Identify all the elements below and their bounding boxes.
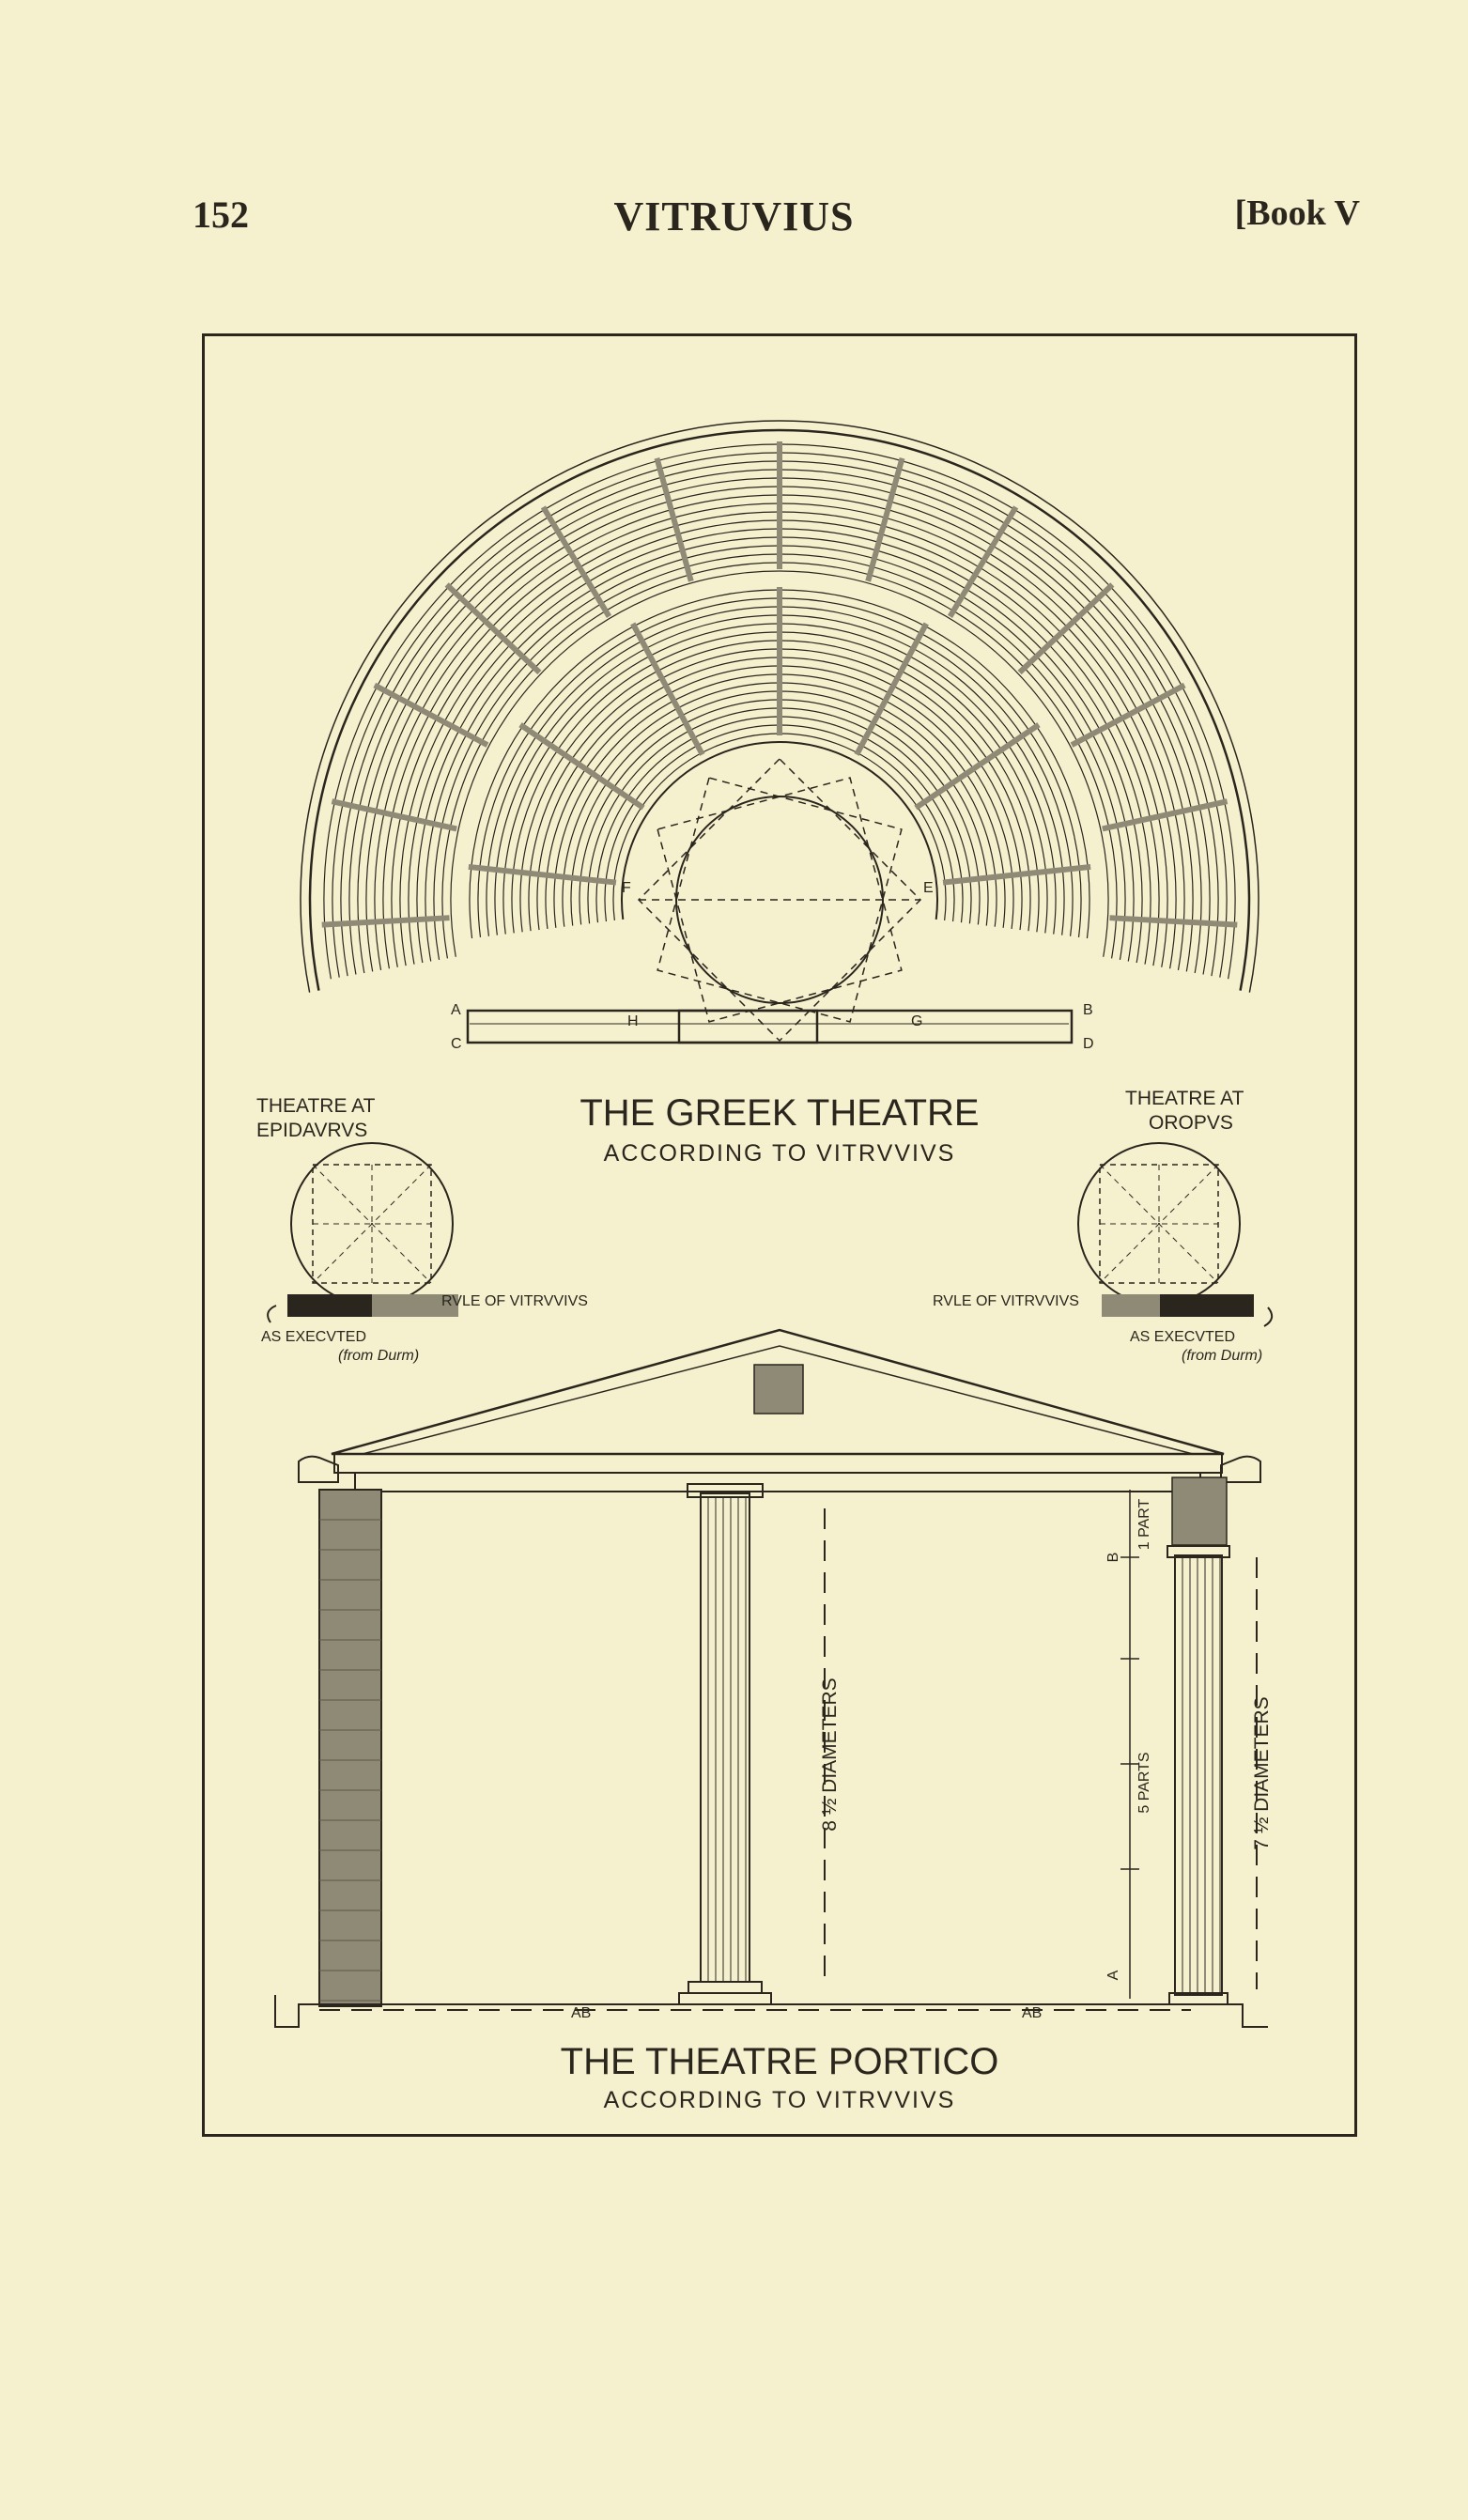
epidaurus-rule: RVLE OF VITRVVIVS <box>441 1293 588 1309</box>
oropus-label-1: THEATRE AT <box>1125 1088 1244 1109</box>
portico-title: THE THEATRE PORTICO <box>561 2041 999 2082</box>
book-label: [Book V <box>1234 193 1360 233</box>
point-c: C <box>451 1036 462 1052</box>
center-capital <box>687 1483 764 1498</box>
epidaurus-label-2: EPIDAVRVS <box>256 1120 367 1141</box>
portico-subtitle: ACCORDING TO VITRVVIVS <box>604 2087 956 2113</box>
point-f: F <box>622 880 631 896</box>
running-title: VITRUVIUS <box>613 193 855 240</box>
greek-theatre-title: THE GREEK THEATRE <box>579 1092 979 1134</box>
right-column <box>1174 1554 1223 1996</box>
point-h: H <box>627 1013 639 1029</box>
epidaurus-source: (from Durm) <box>338 1348 419 1364</box>
greek-theatre-subtitle: ACCORDING TO VITRVVIVS <box>604 1140 956 1167</box>
right-capital-block <box>1171 1476 1228 1546</box>
point-e: E <box>923 880 934 896</box>
center-base <box>688 1981 763 1994</box>
epidaurus-executed: AS EXECVTED <box>261 1329 366 1345</box>
left-cornice-end <box>298 1455 339 1483</box>
portico-elevation <box>274 1328 1268 2028</box>
greek-theatre-plan <box>300 420 1259 1044</box>
tympanum-block <box>753 1364 804 1415</box>
center-dimension-label: 8 ½ DIAMETERS <box>819 1677 841 1831</box>
oropus-label-2: OROPVS <box>1149 1112 1233 1134</box>
point-a: A <box>451 1002 461 1018</box>
epidaurus-diagram <box>267 1142 458 1323</box>
aisle-stairs <box>321 441 1238 928</box>
oropus-executed: AS EXECVTED <box>1130 1329 1235 1345</box>
point-d: D <box>1083 1036 1094 1052</box>
page-header: 152 VITRUVIUS [Book V <box>0 193 1468 258</box>
stage-right-block <box>677 1009 1074 1044</box>
right-dimension-label: 7 ½ DIAMETERS <box>1251 1696 1273 1849</box>
stage-left-block <box>466 1009 819 1044</box>
one-part-label: 1 PART <box>1136 1499 1152 1551</box>
ab-left-label: AB <box>571 2005 591 2021</box>
illustration-plate: A C B D H G F E THE GREEK THEATRE ACCORD… <box>202 333 1357 2137</box>
oropus-source: (from Durm) <box>1182 1348 1262 1364</box>
cornice <box>333 1453 1223 1474</box>
oropus-rule: RVLE OF VITRVVIVS <box>933 1293 1079 1309</box>
center-plinth <box>678 1992 772 2005</box>
five-parts-label: 5 PARTS <box>1136 1752 1152 1813</box>
oropus-diagram <box>1077 1142 1274 1327</box>
portico-point-a: A <box>1105 1970 1121 1980</box>
right-column-flutes <box>1182 1557 1221 1993</box>
floor-line <box>274 1995 1268 2028</box>
left-pier <box>318 1489 382 2007</box>
portico-point-b: B <box>1105 1553 1121 1563</box>
architrave <box>354 1472 1201 1492</box>
center-column-flutes <box>707 1497 747 1982</box>
plate-drawing: A C B D H G F E THE GREEK THEATRE ACCORD… <box>256 420 1274 2113</box>
page-number: 152 <box>193 193 249 236</box>
right-cornice-end <box>1220 1455 1261 1483</box>
ab-right-label: AB <box>1022 2005 1042 2021</box>
pier-courses <box>319 1519 381 2002</box>
epidaurus-label-1: THEATRE AT <box>256 1095 376 1117</box>
point-b: B <box>1083 1002 1093 1018</box>
right-capital <box>1167 1545 1230 1558</box>
construction-squares <box>637 757 922 1043</box>
point-g: G <box>911 1013 922 1029</box>
